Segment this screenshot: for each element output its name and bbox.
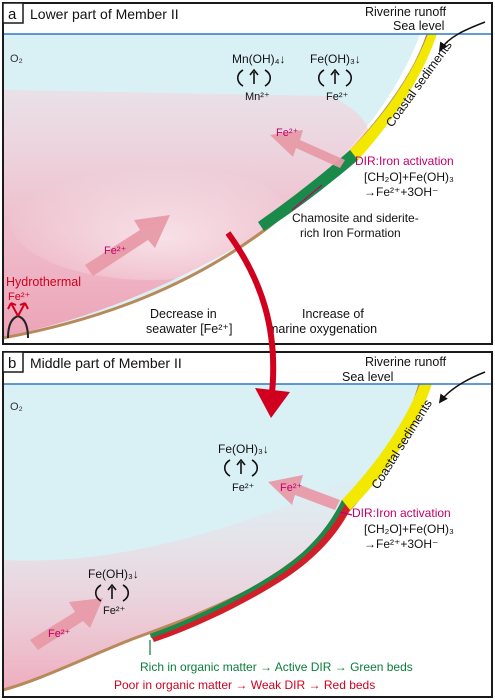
panel-b-o2-label: O₂ — [10, 401, 23, 413]
panel-b-fe-arrow-lower — [30, 598, 103, 650]
panel-b-sea-level-label: Sea level — [342, 370, 393, 384]
panel-a-sea-level-label: Sea level — [393, 19, 444, 33]
panel-a-riverine-runoff-label: Riverine runoff — [365, 5, 447, 19]
panel-b-fe-hydroxide-lower: Fe(OH)₃↓ — [88, 567, 139, 581]
panel-a-fe-arrow-middle-label: Fe²⁺ — [104, 245, 127, 257]
panel-b-fe-arrow-upper-label: Fe²⁺ — [280, 482, 303, 494]
panel-a-iron-formation-pointer — [291, 184, 323, 211]
panel-b-green-beds-caption: Rich in organic matter → Active DIR → Gr… — [140, 660, 413, 674]
panel-b-red-beds-caption: Poor in organic matter → Weak DIR → Red … — [114, 678, 375, 692]
panel-a-iron-formation-band — [258, 150, 358, 231]
panel-b-title: Middle part of Member II — [30, 355, 182, 371]
panel-b-riverine-runoff-arrow — [438, 371, 486, 404]
panel-a-coastal-sediment-band — [350, 34, 437, 160]
panel-b-dir-pointer — [339, 511, 353, 516]
panel-a-dir-equation-2: →Fe²⁺+3OH⁻ — [364, 185, 438, 199]
panel-a-letter-box — [2, 2, 24, 24]
panel-b-riverine-runoff-label: Riverine runoff — [365, 355, 447, 369]
panel-b: b Middle part of Member II Riverine runo… — [2, 351, 493, 698]
panel-a-dir-equation-1: [CH₂O]+Fe(OH)₃ — [364, 170, 454, 184]
panel-b-fe-ion-upper: Fe²⁺ — [232, 482, 255, 494]
panel-a-frame — [2, 2, 493, 345]
panel-b-fe-plume — [3, 470, 372, 690]
panel-b-dir-equation-1: [CH₂O]+Fe(OH)₃ — [364, 522, 454, 536]
panel-b-fe-arrow-lower-label: Fe²⁺ — [48, 628, 71, 640]
panel-a-iron-formation-line-2: rich Iron Formation — [300, 226, 401, 240]
panel-a-fe-ion-cycle: Fe²⁺ — [326, 91, 349, 103]
panel-a-dir-title: DIR:Iron activation — [355, 154, 454, 168]
panel-a-hydrothermal-fe: Fe²⁺ — [8, 291, 31, 303]
panel-a-mn-redox-cycle — [236, 68, 272, 87]
panel-a-increase-line-1: Increase of — [302, 307, 364, 321]
panel-a-fe-hydroxide: Fe(OH)₃↓ — [310, 52, 361, 66]
panel-a-title: Lower part of Member II — [30, 6, 179, 22]
panel-a: a Lower part of Member II Riverine runof… — [2, 2, 493, 345]
panel-a-fe-arrow-upper-label: Fe²⁺ — [276, 127, 299, 139]
panel-b-letter-box — [2, 351, 24, 373]
panel-a-hydrothermal-label: Hydrothermal — [6, 275, 81, 289]
panel-b-letter: b — [8, 355, 16, 372]
panel-b-dir-equation-2: →Fe²⁺+3OH⁻ — [364, 537, 438, 551]
panel-a-decrease-line-2: seawater [Fe²⁺] — [146, 322, 233, 336]
panel-b-fe-arrow-upper — [268, 475, 340, 510]
panel-a-hydrothermal-vent — [7, 302, 29, 339]
panel-a-fe-redox-cycle — [317, 68, 353, 87]
panel-b-fe-hydroxide-upper: Fe(OH)₃↓ — [218, 442, 269, 456]
panel-b-coastal-sediment-band — [342, 384, 432, 510]
panel-b-fe-redox-cycle-upper — [223, 458, 259, 477]
panel-a-iron-formation-line-1: Chamosite and siderite- — [292, 211, 419, 225]
panel-a-increase-line-2: marine oxygenation — [268, 322, 377, 336]
panel-a-fe-arrow-middle — [85, 215, 170, 276]
panel-a-fe-arrow-upper — [270, 130, 345, 168]
panel-b-seafloor — [3, 384, 492, 697]
panel-a-o2-label: O₂ — [10, 53, 23, 65]
panel-a-riverine-runoff-arrow — [439, 21, 486, 52]
panel-b-dir-title: DIR:Iron activation — [352, 506, 451, 520]
panel-a-seafloor — [3, 34, 492, 344]
panel-a-decrease-line-1: Decrease in — [150, 307, 217, 321]
transition-arrow — [225, 231, 290, 418]
panel-a-mn-ion: Mn²⁺ — [245, 91, 270, 103]
panel-b-fe-ion-lower: Fe²⁺ — [103, 605, 126, 617]
panel-a-mn-hydroxide: Mn(OH)₄↓ — [232, 52, 286, 66]
panel-b-frame — [2, 351, 493, 698]
panel-b-fe-redox-cycle-lower — [94, 583, 130, 602]
panel-a-letter: a — [8, 6, 17, 23]
